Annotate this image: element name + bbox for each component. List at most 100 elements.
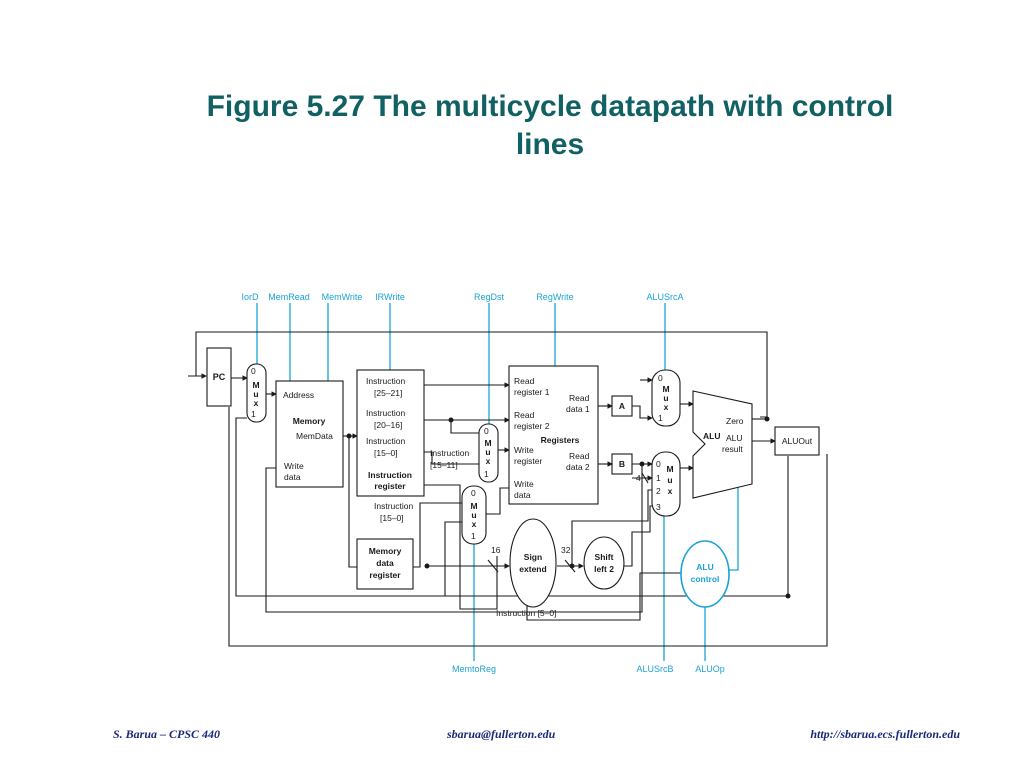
svg-text:left 2: left 2 bbox=[594, 564, 614, 574]
svg-text:x: x bbox=[664, 402, 669, 412]
svg-text:data 2: data 2 bbox=[566, 462, 590, 472]
b-label: B bbox=[619, 459, 625, 469]
svg-text:Instruction: Instruction bbox=[368, 470, 412, 480]
svg-text:0: 0 bbox=[658, 373, 663, 383]
svg-text:control: control bbox=[691, 574, 720, 584]
alusrca-mux bbox=[651, 369, 681, 427]
alu-control-unit bbox=[680, 540, 730, 608]
svg-text:Write: Write bbox=[284, 461, 304, 471]
memory-memdata-label: MemData bbox=[296, 431, 333, 441]
svg-text:[15–11]: [15–11] bbox=[430, 460, 458, 470]
svg-text:Instruction: Instruction bbox=[366, 376, 405, 386]
svg-text:extend: extend bbox=[519, 564, 546, 574]
svg-text:x: x bbox=[486, 456, 491, 466]
slide-title-line-2: lines bbox=[515, 128, 585, 161]
svg-text:Sign: Sign bbox=[524, 552, 542, 562]
label-regdst: RegDst bbox=[474, 292, 505, 302]
b-register bbox=[611, 453, 633, 475]
svg-text:Instruction: Instruction bbox=[374, 501, 413, 511]
svg-text:0: 0 bbox=[484, 426, 489, 436]
memory-address-label: Address bbox=[283, 390, 314, 400]
slide-title-line-1: Figure 5.27 The multicycle datapath with… bbox=[206, 90, 894, 123]
svg-text:ALU: ALU bbox=[726, 433, 743, 443]
svg-text:u: u bbox=[667, 475, 672, 485]
svg-text:M: M bbox=[470, 501, 477, 511]
svg-text:Read: Read bbox=[569, 451, 590, 461]
slide-title: Figure 5.27 The multicycle datapath with… bbox=[130, 88, 970, 164]
svg-text:data: data bbox=[514, 490, 531, 500]
svg-text:x: x bbox=[472, 519, 477, 529]
shift-left-unit bbox=[583, 536, 625, 590]
svg-text:u: u bbox=[485, 447, 490, 457]
regdst-mux bbox=[478, 423, 499, 483]
svg-text:3: 3 bbox=[656, 502, 661, 512]
svg-text:u: u bbox=[471, 510, 476, 520]
svg-text:register 2: register 2 bbox=[514, 421, 550, 431]
svg-text:data 1: data 1 bbox=[566, 404, 590, 414]
label-iord: IorD bbox=[241, 292, 259, 302]
svg-text:M: M bbox=[662, 384, 669, 394]
pc-label: PC bbox=[213, 372, 226, 382]
footer-email[interactable]: sbarua@fullerton.edu bbox=[447, 727, 556, 741]
svg-text:M: M bbox=[484, 438, 491, 448]
svg-text:result: result bbox=[722, 444, 743, 454]
svg-text:0: 0 bbox=[471, 488, 476, 498]
svg-text:M: M bbox=[252, 380, 259, 390]
svg-text:Read: Read bbox=[569, 393, 590, 403]
alu-unit bbox=[692, 390, 753, 499]
svg-text:Write: Write bbox=[514, 479, 534, 489]
pc-register bbox=[206, 347, 232, 407]
svg-text:[25–21]: [25–21] bbox=[374, 388, 402, 398]
svg-text:16: 16 bbox=[491, 545, 501, 555]
svg-text:Write: Write bbox=[514, 445, 534, 455]
svg-text:u: u bbox=[253, 389, 258, 399]
memory-title: Memory bbox=[293, 416, 326, 426]
label-alusrcb: ALUSrcB bbox=[636, 664, 673, 674]
svg-text:data: data bbox=[376, 558, 394, 568]
svg-text:x: x bbox=[254, 398, 259, 408]
label-regwrite: RegWrite bbox=[536, 292, 573, 302]
svg-text:32: 32 bbox=[561, 545, 571, 555]
instruction-register bbox=[356, 369, 425, 497]
memtoreg-mux bbox=[461, 485, 487, 545]
svg-text:1: 1 bbox=[251, 409, 256, 419]
svg-text:[15–0]: [15–0] bbox=[380, 513, 404, 523]
a-label: A bbox=[619, 401, 625, 411]
label-alusrca: ALUSrcA bbox=[646, 292, 683, 302]
aluout-label: ALUOut bbox=[782, 436, 813, 446]
a-register bbox=[611, 395, 633, 417]
memory-block bbox=[275, 380, 344, 488]
label-memtoreg: MemtoReg bbox=[452, 664, 496, 674]
footer-author: S. Barua – CPSC 440 bbox=[113, 727, 221, 741]
svg-text:x: x bbox=[668, 486, 673, 496]
svg-text:M: M bbox=[666, 464, 673, 474]
footer-url[interactable]: http://sbarua.ecs.fullerton.edu bbox=[810, 727, 960, 741]
svg-text:ALU: ALU bbox=[696, 562, 713, 572]
svg-text:Read: Read bbox=[514, 410, 535, 420]
svg-text:1: 1 bbox=[484, 469, 489, 479]
svg-text:Shift: Shift bbox=[595, 552, 614, 562]
svg-text:Instruction: Instruction bbox=[366, 436, 405, 446]
svg-text:Read: Read bbox=[514, 376, 535, 386]
svg-text:1: 1 bbox=[658, 413, 663, 423]
aluout-register bbox=[774, 426, 820, 456]
register-file bbox=[508, 365, 599, 505]
label-memwrite: MemWrite bbox=[322, 292, 363, 302]
registers-title: Registers bbox=[541, 435, 580, 445]
svg-text:[20–16]: [20–16] bbox=[374, 420, 402, 430]
svg-text:4: 4 bbox=[636, 473, 641, 483]
svg-text:0: 0 bbox=[656, 459, 661, 469]
control-lines bbox=[256, 303, 739, 661]
alusrcb-mux bbox=[651, 451, 681, 517]
svg-text:Instruction: Instruction bbox=[366, 408, 405, 418]
svg-text:u: u bbox=[663, 393, 668, 403]
sign-extend-unit bbox=[509, 518, 557, 608]
label-irwrite: IRWrite bbox=[375, 292, 405, 302]
svg-text:1: 1 bbox=[471, 531, 476, 541]
label-aluop: ALUOp bbox=[695, 664, 725, 674]
svg-text:Instruction: Instruction bbox=[430, 448, 469, 458]
funct-label: Instruction [5–0] bbox=[496, 608, 556, 618]
svg-text:Memory: Memory bbox=[369, 546, 402, 556]
label-memread: MemRead bbox=[268, 292, 310, 302]
